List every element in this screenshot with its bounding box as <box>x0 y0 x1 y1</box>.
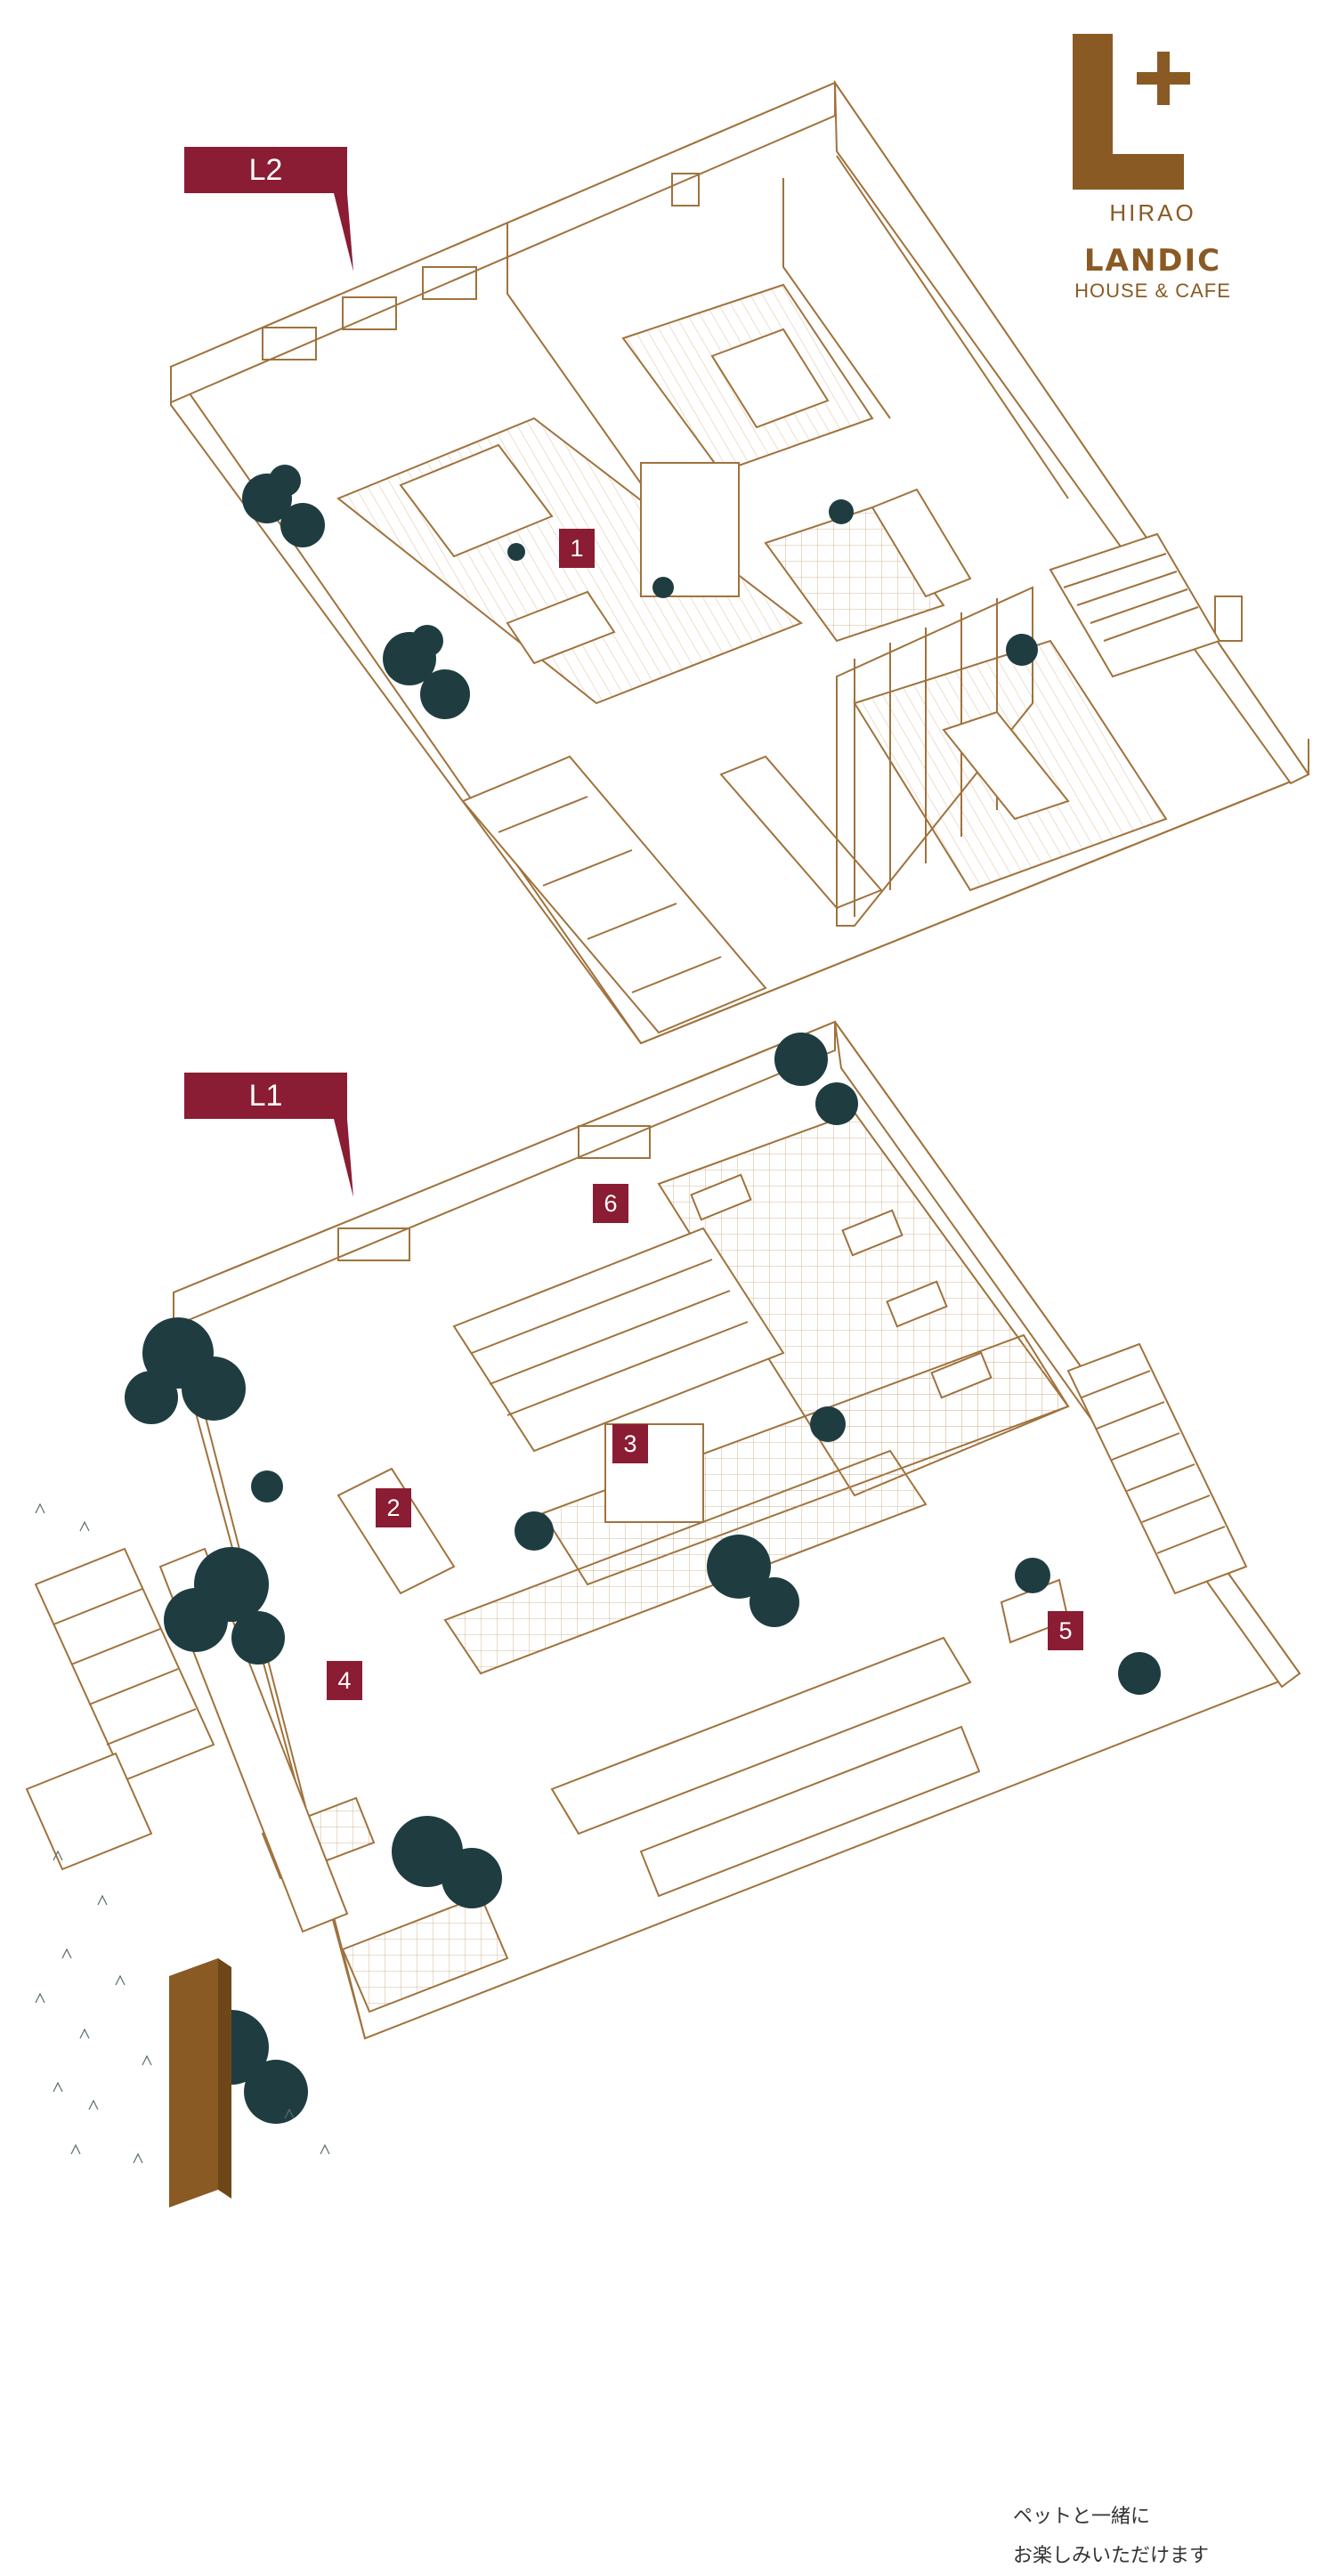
brand-location: HIRAO <box>1109 199 1196 226</box>
l2-partition-a <box>506 223 677 535</box>
l1-cafe-table-2 <box>841 1209 904 1257</box>
floor-label-l2: L2 <box>248 153 283 187</box>
pet-caption-line-1: ペットと一緒に <box>1013 2506 1151 2528</box>
l1-pavers <box>25 1547 215 1871</box>
l2-sofa-right <box>871 488 972 598</box>
l2-window-5 <box>1214 595 1243 642</box>
brand-name: LANDIC <box>1083 243 1222 279</box>
marker-6: 6 <box>593 1184 628 1223</box>
l1-corridor <box>443 1449 928 1675</box>
marker-3: 3 <box>612 1424 648 1463</box>
l2-partition-c <box>836 155 1069 499</box>
isometric-floor-plans <box>25 79 1310 2207</box>
l2-glass-room <box>836 586 1033 927</box>
l2-kitchen-counter <box>399 443 554 558</box>
floor-plan-illustration: L2 L1 1 2 3 4 5 6 HIRAO LANDIC HOUSE & C… <box>25 25 1310 2567</box>
marker-4: 4 <box>327 1661 362 1700</box>
l2-column <box>640 462 740 597</box>
l2-bed <box>710 328 830 429</box>
l1-planter-front <box>341 1894 509 2013</box>
marker-1: 1 <box>559 529 595 568</box>
l2-window-1 <box>262 327 317 360</box>
l2-stairs <box>1049 532 1221 678</box>
l2-floor <box>169 79 1310 1045</box>
l1-stairs <box>1066 1342 1248 1595</box>
l1-floor <box>25 1020 1301 2040</box>
l2-planter-row <box>461 755 767 1034</box>
l2-window-2 <box>342 296 397 330</box>
l2-plants <box>242 465 1038 719</box>
l1-dining-table <box>336 1467 456 1595</box>
l2-window-3 <box>422 266 477 300</box>
l1-kitchen-lower <box>639 1725 981 1898</box>
marker-5: 5 <box>1048 1611 1083 1650</box>
l1-kitchen <box>550 1636 972 1835</box>
l1-window-1 <box>337 1227 410 1261</box>
l1-bookshelf-block <box>452 1227 785 1453</box>
brand-logo: HIRAO LANDIC HOUSE & CAFE <box>1050 25 1255 310</box>
l2-window-4 <box>671 173 700 207</box>
brand-tagline: HOUSE & CAFE <box>1074 279 1231 302</box>
l1-cafe-table-3 <box>886 1280 948 1328</box>
l1-cafe-table-4 <box>930 1351 993 1399</box>
l2-partition-b <box>782 178 891 419</box>
l2-long-table <box>719 755 883 910</box>
l2-dining-table <box>942 710 1070 821</box>
marker-2: 2 <box>376 1488 411 1527</box>
l2-sofa <box>506 590 616 665</box>
floor-label-l1: L1 <box>248 1079 283 1113</box>
grass-field <box>35 1503 330 2164</box>
pet-caption: ペットと一緒に お楽しみいただけます <box>1013 2498 1209 2576</box>
entrance-sign <box>169 1958 231 2207</box>
l1-window-2 <box>578 1125 651 1159</box>
l-plus-logo-icon <box>1073 34 1190 190</box>
l1-cafe-table-1 <box>690 1173 752 1221</box>
pet-caption-line-2: お楽しみいただけます <box>1013 2545 1210 2567</box>
